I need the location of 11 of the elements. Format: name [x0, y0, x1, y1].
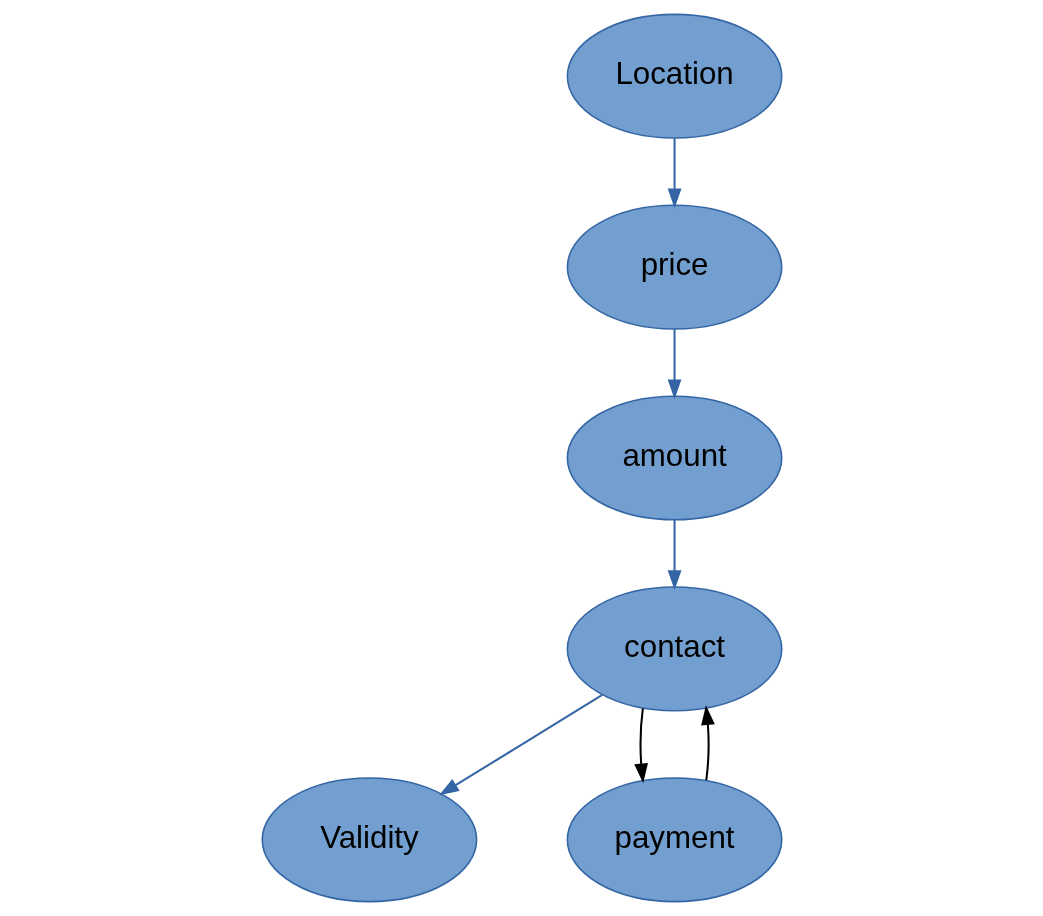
node-ellipse: contact: [566, 586, 782, 712]
arrow: [438, 694, 603, 796]
arrow: [667, 138, 681, 209]
node-ellipse: payment: [566, 777, 782, 903]
arrow: [633, 708, 648, 784]
arrow: [667, 329, 681, 400]
arrow: [700, 705, 715, 781]
node-ellipse: Location: [566, 13, 782, 139]
node-ellipse: amount: [566, 395, 782, 521]
arrow: [667, 520, 681, 591]
node-ellipse: price: [566, 204, 782, 330]
